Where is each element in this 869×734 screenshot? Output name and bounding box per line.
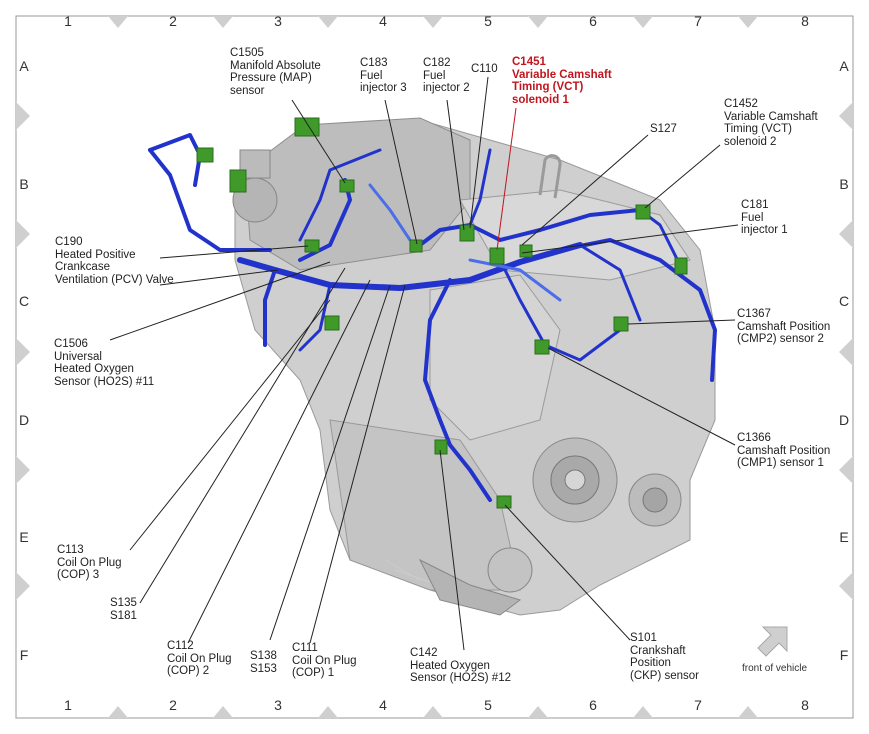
connector-side — [674, 257, 688, 275]
grid-row-right-a: A — [839, 58, 849, 74]
label-s101: S101 Crankshaft Position (CKP) sensor — [630, 632, 700, 682]
grid-row-left-f: F — [19, 647, 29, 663]
connector-left — [196, 147, 214, 163]
grid-col-top-7: 7 — [694, 13, 702, 29]
grid-col-bottom-1: 1 — [64, 697, 72, 713]
grid-row-right-e: E — [839, 529, 849, 545]
grid-row-right-c: C — [838, 293, 850, 309]
grid-col-top-1: 1 — [64, 13, 72, 29]
label-c111: C111 Coil On Plug (COP) 1 — [292, 642, 357, 679]
connector-c1452 — [635, 204, 651, 220]
label-c1451: C1451 Variable Camshaft Timing (VCT) sol… — [512, 56, 612, 106]
connectors — [196, 117, 688, 509]
arrow-up-right-icon — [757, 626, 788, 657]
label-s135-s181: S135 S181 — [110, 597, 137, 622]
leader-lines — [109, 76, 739, 651]
label-c1452: C1452 Variable Camshaft Timing (VCT) sol… — [724, 98, 818, 148]
grid-row-left-a: A — [19, 58, 29, 74]
grid-col-bottom-4: 4 — [379, 697, 387, 713]
label-c1366: C1366 Camshaft Position (CMP1) sensor 1 — [737, 432, 831, 469]
connector-throttle — [229, 169, 247, 193]
grid-row-left-e: E — [19, 529, 29, 545]
connector-c182 — [459, 224, 475, 242]
label-c113: C113 Coil On Plug (COP) 3 — [57, 544, 122, 581]
grid-col-bottom-5: 5 — [484, 697, 492, 713]
grid-col-top-4: 4 — [379, 13, 387, 29]
grid-col-top-2: 2 — [169, 13, 177, 29]
grid-col-bottom-6: 6 — [589, 697, 597, 713]
grid-col-bottom-2: 2 — [169, 697, 177, 713]
label-c142: C142 Heated Oxygen Sensor (HO2S) #12 — [410, 647, 511, 684]
connector-cop — [324, 315, 340, 331]
connector-c142 — [434, 439, 448, 455]
grid-col-bottom-8: 8 — [801, 697, 809, 713]
grid-col-top-5: 5 — [484, 13, 492, 29]
border-triangles — [16, 16, 853, 718]
connector-c1367 — [613, 316, 629, 332]
connector-c1451 — [489, 247, 505, 265]
grid-col-top-6: 6 — [589, 13, 597, 29]
label-c1505: C1505 Manifold Absolute Pressure (MAP) s… — [230, 47, 321, 97]
grid-col-bottom-3: 3 — [274, 697, 282, 713]
connector-top — [294, 117, 320, 137]
grid-row-left-b: B — [19, 176, 29, 192]
label-c183: C183 Fuel injector 3 — [360, 57, 407, 94]
grid-row-right-f: F — [839, 647, 849, 663]
connector-c1505 — [339, 179, 355, 193]
connector-c181 — [519, 244, 533, 258]
label-c1506: C1506 Universal Heated Oxygen Sensor (HO… — [54, 338, 155, 388]
label-c112: C112 Coil On Plug (COP) 2 — [167, 640, 232, 677]
label-c110: C110 — [471, 63, 498, 75]
grid-col-top-3: 3 — [274, 13, 282, 29]
grid-row-left-d: D — [18, 412, 30, 428]
label-c181: C181 Fuel injector 1 — [741, 199, 788, 236]
label-s138-s153: S138 S153 — [250, 650, 277, 675]
grid-col-top-8: 8 — [801, 13, 809, 29]
grid-col-bottom-7: 7 — [694, 697, 702, 713]
label-s127: S127 — [650, 123, 677, 135]
label-front-of-vehicle: front of vehicle — [742, 663, 808, 674]
grid-row-left-c: C — [18, 293, 30, 309]
connector-s101 — [496, 495, 512, 509]
grid-row-right-d: D — [838, 412, 850, 428]
label-c190: C190 Heated Positive Crankcase Ventilati… — [55, 236, 174, 286]
label-c182: C182 Fuel injector 2 — [423, 57, 470, 94]
connector-c1366 — [534, 339, 550, 355]
label-c1367: C1367 Camshaft Position (CMP2) sensor 2 — [737, 308, 831, 345]
grid-row-right-b: B — [839, 176, 849, 192]
